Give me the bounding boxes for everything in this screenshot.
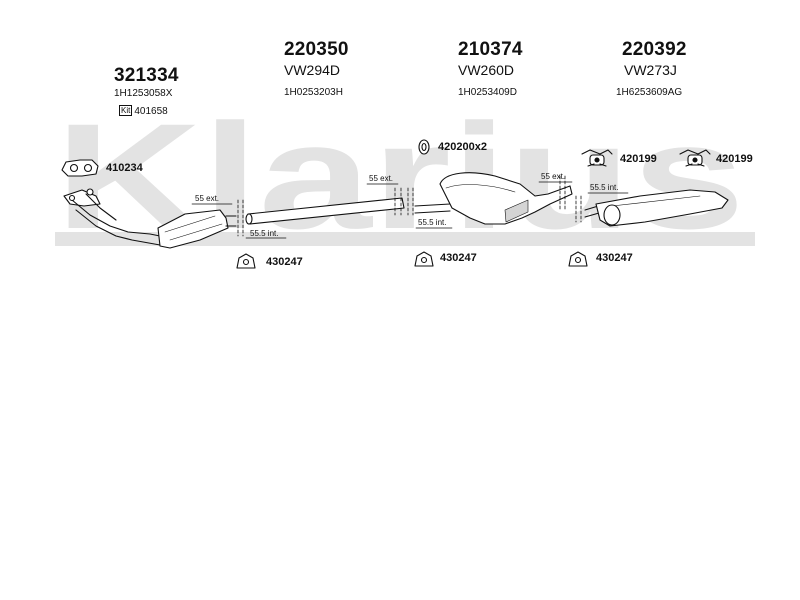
gasket-number: 410234: [106, 162, 143, 174]
oem-number-321334: 1H1253058X: [114, 88, 173, 99]
clamp-ring-icon[interactable]: [418, 139, 430, 155]
part-number-321334: 321334: [114, 65, 179, 86]
mount-rubber-icon-1[interactable]: [236, 253, 256, 269]
hanger-icon-2[interactable]: [679, 149, 711, 167]
intermediate-pipe[interactable]: [237, 187, 405, 237]
dimension-int-1: 55.5 int.: [250, 229, 279, 238]
mount-number-2: 430247: [440, 252, 477, 264]
oem-number-220350: 1H0253203H: [284, 87, 343, 98]
kit-badge: Kit: [119, 105, 133, 116]
kit-number: 401658: [134, 106, 168, 117]
mount-number-1: 430247: [266, 256, 303, 268]
gasket-icon[interactable]: [61, 159, 99, 177]
hanger-number-2: 420199: [716, 153, 753, 165]
clamp-ring-number: 420200x2: [438, 141, 487, 153]
oem-number-210374: 1H0253409D: [458, 87, 517, 98]
rear-silencer[interactable]: [575, 189, 729, 227]
dimension-leaders: [191, 181, 629, 239]
model-code-VW294D: VW294D: [284, 62, 341, 78]
mount-number-3: 430247: [596, 252, 633, 264]
dimension-int-3: 55.5 int.: [590, 183, 619, 192]
dimension-int-2: 55.5 int.: [418, 218, 447, 227]
part-number-220350: 220350: [284, 39, 349, 60]
model-code-VW260D: VW260D: [458, 62, 515, 78]
dimension-ext-2: 55 ext.: [369, 174, 394, 183]
part-number-210374: 210374: [458, 39, 523, 60]
watermark-bar: [55, 232, 755, 246]
hanger-icon-1[interactable]: [581, 149, 613, 167]
centre-silencer[interactable]: [407, 172, 573, 225]
dimension-ext-1: 55 ext.: [195, 194, 220, 203]
front-catalytic-converter[interactable]: [63, 188, 237, 249]
part-number-220392: 220392: [622, 39, 687, 60]
oem-number-220392: 1H6253609AG: [616, 87, 683, 98]
model-code-VW273J: VW273J: [624, 62, 677, 78]
hanger-number-1: 420199: [620, 153, 657, 165]
mount-rubber-icon-3[interactable]: [568, 251, 588, 267]
dimension-ext-3: 55 ext.: [541, 172, 566, 181]
mount-rubber-icon-2[interactable]: [414, 251, 434, 267]
